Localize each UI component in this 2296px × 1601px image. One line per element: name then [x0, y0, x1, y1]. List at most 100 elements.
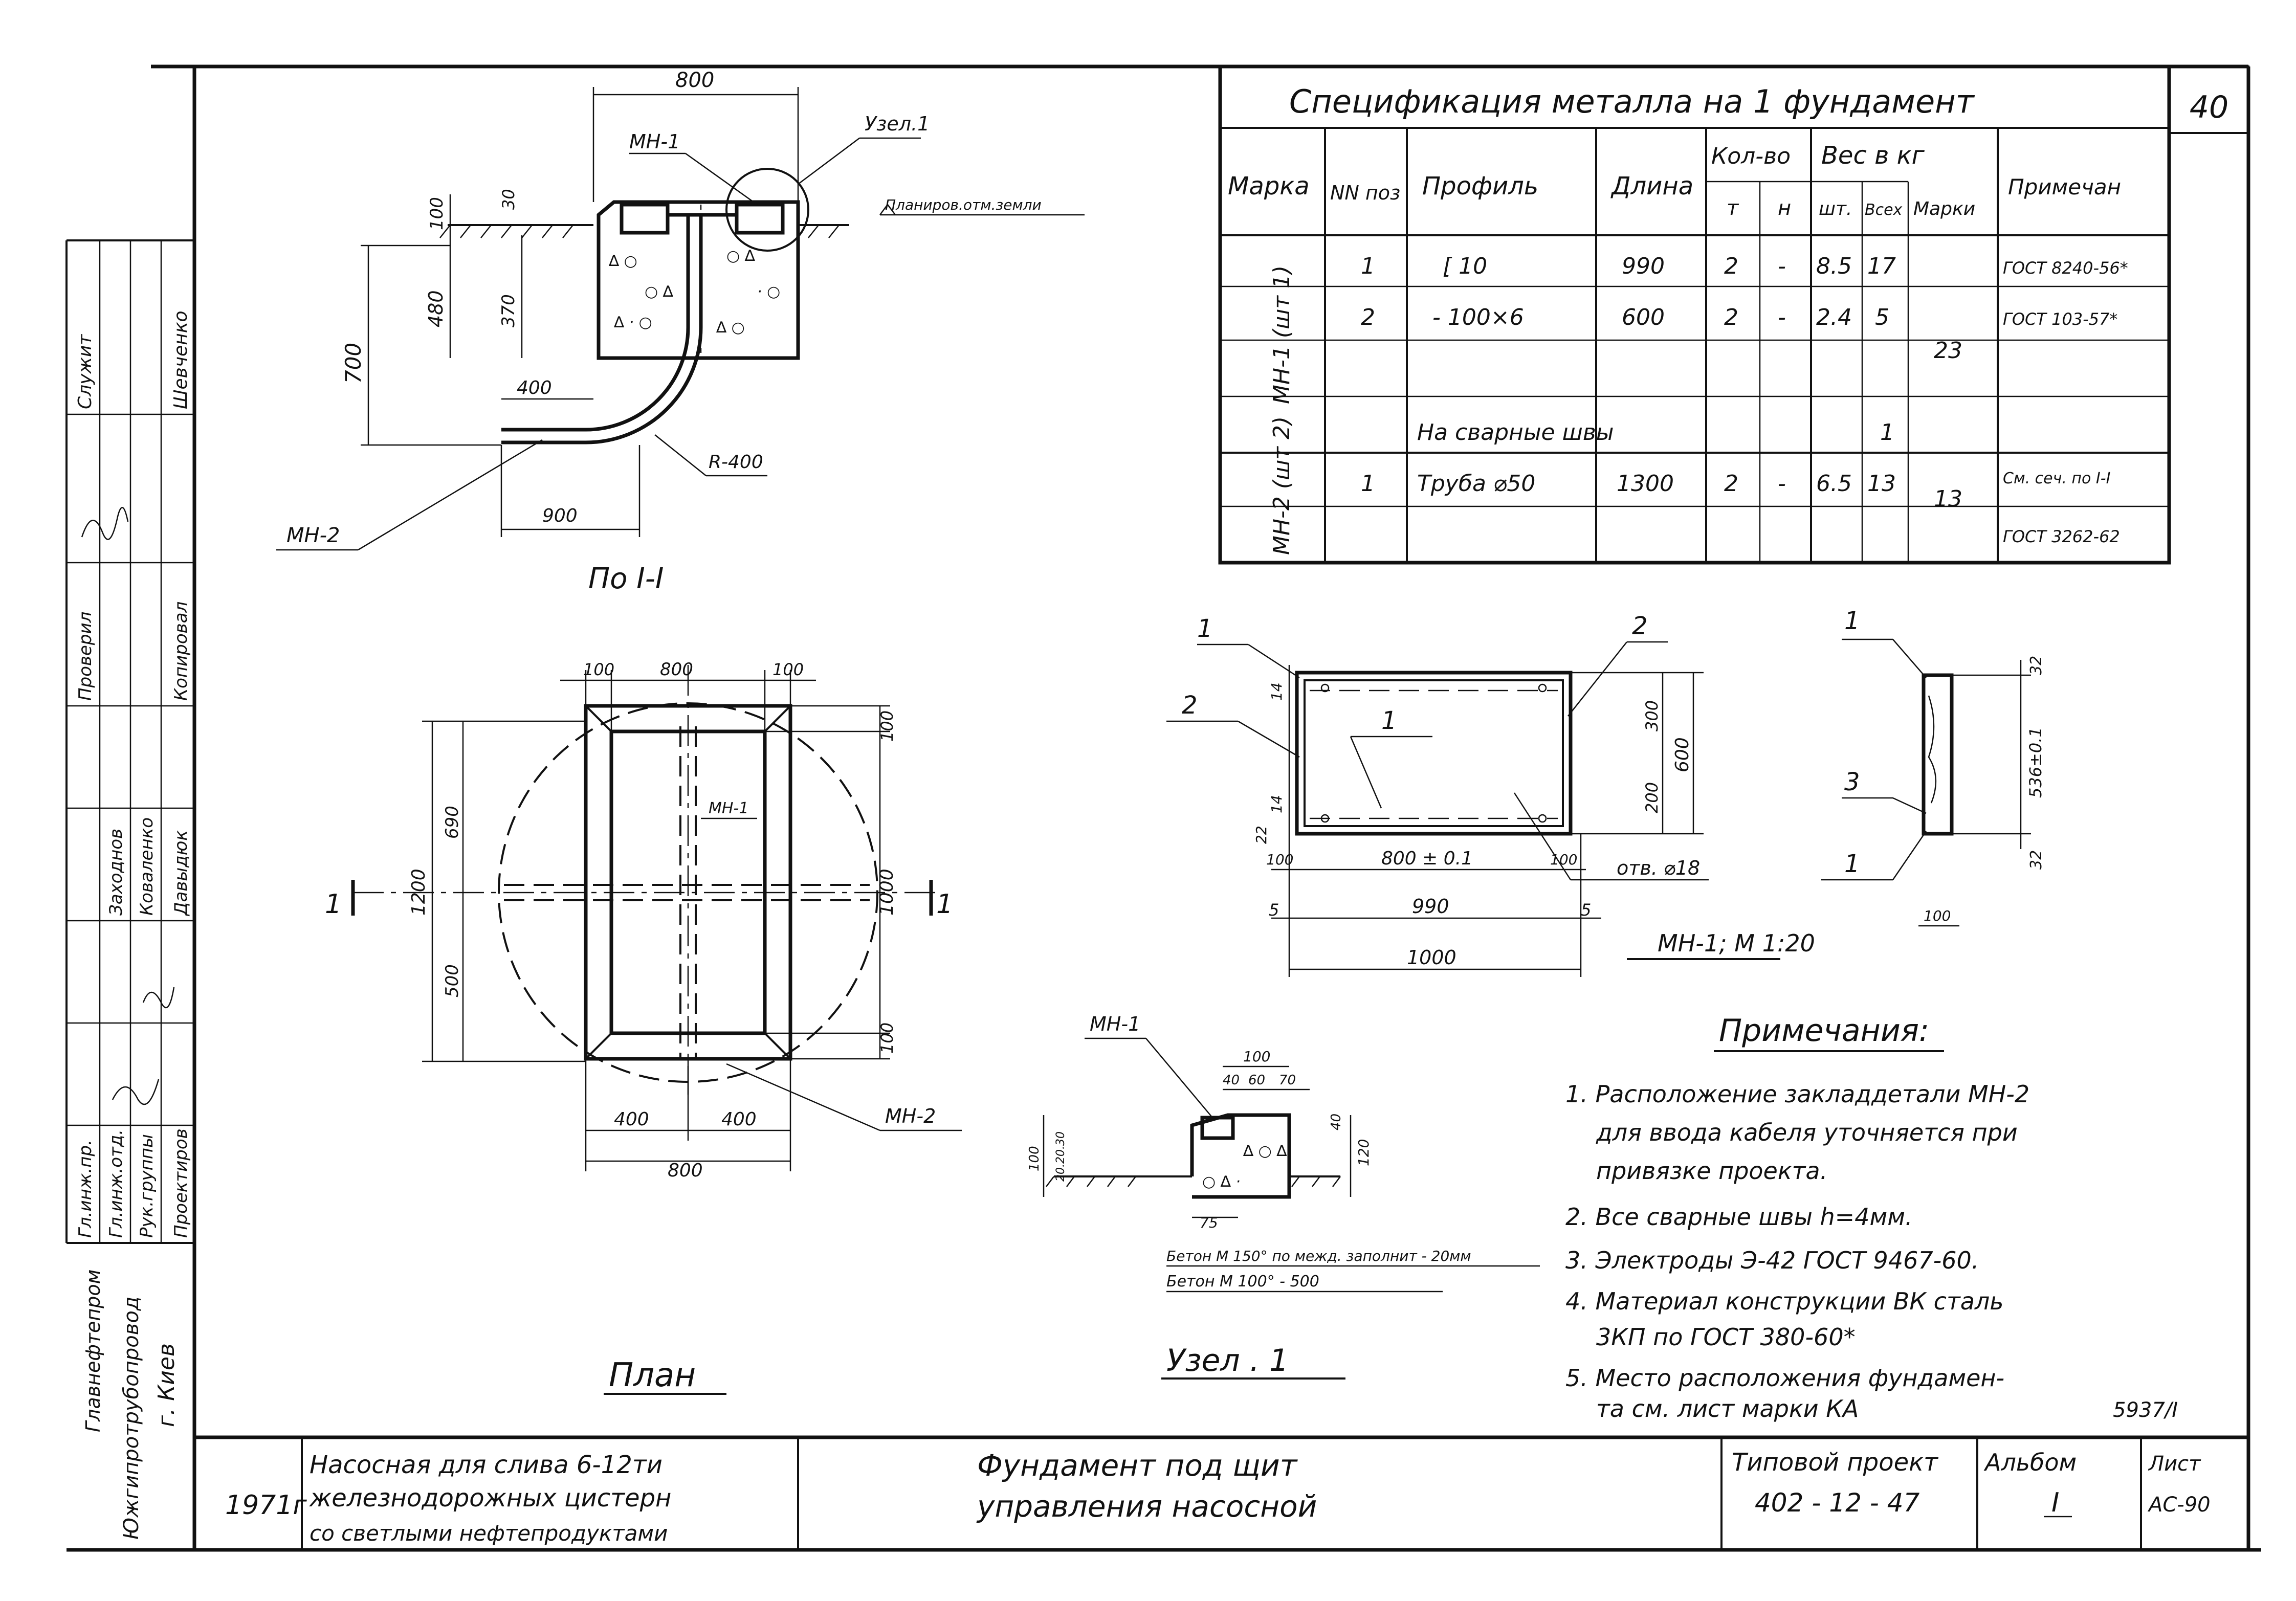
spec-r1-length: 990 — [1622, 253, 1665, 279]
plan-dim-1200: 1200 — [408, 869, 429, 916]
tb-album-label: Альбом — [1983, 1449, 2077, 1476]
sec-radius: R-400 — [709, 452, 763, 473]
spec-r4-profile: На сварные швы — [1417, 419, 1614, 446]
node-concrete-a: ∆ ○ ∆ — [1243, 1142, 1287, 1160]
plan-title: План — [609, 1357, 696, 1394]
sec-dim-370: 370 — [498, 294, 519, 327]
side-pos-1: 1 — [1844, 607, 1860, 635]
spec-mark-2: МН-2 (шт 2) — [1269, 416, 1295, 555]
mn1-dim-990: 990 — [1412, 895, 1449, 918]
concrete-fill: ∆ ○○ ∆∆ · ○ ○ ∆· ○∆ ○ — [608, 247, 780, 337]
stamp-role-2: Гл.инж.отд. — [106, 1129, 126, 1238]
node-dim-20: 20.20.30 — [1054, 1131, 1067, 1182]
tb-object-2: железнодорожных цистерн — [309, 1484, 671, 1513]
spec-table: Спецификация металла на 1 фундамент Марк… — [1218, 64, 2171, 565]
svg-text:∆ ○: ∆ ○ — [608, 252, 637, 270]
spec-r2-all: 5 — [1875, 304, 1889, 330]
signature-2 — [112, 1079, 160, 1105]
mn1-hole: отв. ⌀18 — [1617, 857, 1700, 879]
sec-dim-100: 100 — [427, 197, 447, 230]
mn1-side-section: 1 3 1 32 536±0.1 32 100 — [1821, 607, 2045, 927]
plan-dim-690: 690 — [442, 806, 462, 839]
mn1-dim-800: 800 ± 0.1 — [1381, 848, 1473, 869]
mn1-dim-5b: 5 — [1581, 900, 1591, 920]
spec-h-nn: NN поз — [1330, 182, 1400, 204]
spec-h-qty-n: н — [1778, 196, 1791, 220]
side-dim-100: 100 — [1924, 907, 1951, 924]
spec-h-note: Примечан — [2008, 174, 2121, 199]
tb-project-label: Типовой проект — [1732, 1448, 1939, 1477]
spec-h-profile: Профиль — [1422, 172, 1538, 201]
spec-r5-profile: Труба ⌀50 — [1417, 471, 1535, 497]
node-dim-40b: 40 — [1329, 1114, 1344, 1130]
tb-title-1: Фундамент под щит — [977, 1448, 1298, 1483]
svg-text:○ ∆: ○ ∆ — [645, 283, 674, 301]
sec-label-ground: Планиров.отм.земли — [885, 196, 1042, 213]
spec-r2-sht: 2.4 — [1816, 304, 1852, 330]
stamp-org: Южгипротрубопровод — [120, 1297, 143, 1540]
spec-r1-note: ГОСТ 8240-56* — [2003, 258, 2128, 278]
mn1-dim-14b: 14 — [1268, 795, 1285, 813]
tb-year: 1971г — [225, 1490, 307, 1521]
stamp-category-3: Копировал — [171, 602, 191, 701]
node-dim-100: 100 — [1243, 1048, 1270, 1065]
spec-r2-note: ГОСТ 103-57* — [2003, 309, 2117, 329]
code-stamp: 5937/I — [2113, 1398, 2178, 1422]
node-1-detail: ∆ ○ ∆ ○ ∆ · МН-1 100 40 60 70 120 40 100… — [1027, 1013, 1540, 1380]
side-dim-32b: 32 — [2027, 850, 2045, 870]
node-title: Узел . 1 — [1166, 1343, 1289, 1378]
mn1-dim-200: 200 — [1642, 782, 1662, 813]
plan-dim-top-100b: 100 — [772, 660, 804, 679]
tb-sheet-no: АС-90 — [2147, 1493, 2211, 1517]
svg-text:· ○: · ○ — [757, 283, 780, 301]
node-dim-60: 60 — [1248, 1073, 1265, 1088]
mn1-dim-100b: 100 — [1550, 851, 1577, 868]
side-dim-32a: 32 — [2027, 656, 2045, 675]
stamp-person-4: Шевченко — [170, 310, 191, 409]
stamp-role-1: Гл.инж.пр. — [75, 1140, 96, 1238]
signature-3 — [142, 987, 175, 1009]
sec-label-node: Узел.1 — [865, 113, 930, 135]
spec-r2-profile: - 100×6 — [1432, 304, 1524, 330]
spec-r2-length: 600 — [1622, 304, 1665, 330]
note-line-8: 5. Место расположения фундамен- — [1565, 1364, 2004, 1392]
title-block: 1971г Насосная для слива 6-12ти железнод… — [194, 1435, 2248, 1550]
spec-h-w-mark: Марки — [1913, 198, 1975, 219]
node-dim-40: 40 — [1223, 1073, 1240, 1088]
side-stamp: Гл.инж.пр. Гл.инж.отд. Рук.группы Проект… — [65, 239, 194, 1540]
plan-cut-right: 1 — [936, 889, 953, 920]
tb-album-no: I — [2051, 1487, 2059, 1518]
tb-object-1: Насосная для слива 6-12ти — [310, 1451, 663, 1479]
spec-title: Спецификация металла на 1 фундамент — [1289, 83, 1975, 120]
note-line-1: 1. Расположение закладдетали МН-2 — [1565, 1080, 2029, 1108]
tb-sheet-label: Лист — [2148, 1452, 2201, 1476]
spec-r2-t: 2 — [1724, 304, 1738, 330]
plan-dim-r-100b: 100 — [877, 1022, 897, 1054]
spec-r1-nn: 1 — [1361, 253, 1375, 279]
tb-object-3: со светлыми нефтепродуктами — [310, 1521, 668, 1546]
side-dim-536: 536±0.1 — [2026, 727, 2045, 798]
plan-label-mn1: МН-1 — [709, 799, 748, 817]
node-concrete-b: ○ ∆ · — [1202, 1173, 1241, 1191]
sec-label-mn1: МН-1 — [629, 130, 680, 153]
note-line-7: 3КП по ГОСТ 380-60* — [1596, 1323, 1856, 1351]
svg-text:∆ · ○: ∆ · ○ — [613, 314, 652, 331]
spec-mark-1: МН-1 (шт 1) — [1269, 265, 1295, 404]
plan-cut-left: 1 — [325, 889, 342, 920]
stamp-category-2: Проверил — [75, 612, 96, 701]
mn1-title: МН-1; М 1:20 — [1658, 929, 1815, 957]
mn1-dim-600: 600 — [1672, 737, 1693, 772]
mn1-dim-1000: 1000 — [1407, 946, 1456, 969]
note-line-4: 2. Все сварные швы h=4мм. — [1565, 1203, 1913, 1231]
spec-r6-note: ГОСТ 3262-62 — [2003, 527, 2120, 546]
plan-dim-r-100a: 100 — [877, 710, 897, 742]
spec-r5-length: 1300 — [1617, 471, 1674, 497]
stamp-role-3: Рук.группы — [137, 1134, 157, 1238]
plan-dim-b-800: 800 — [668, 1160, 703, 1181]
mn1-dim-300: 300 — [1642, 700, 1662, 731]
mn1-pos-2: 2 — [1182, 691, 1198, 720]
note-line-3: привязке проекта. — [1596, 1157, 1827, 1185]
spec-h-w-sht: шт. — [1819, 198, 1852, 219]
sec-title: По I-I — [588, 562, 664, 595]
node-dim-75: 75 — [1200, 1214, 1218, 1231]
